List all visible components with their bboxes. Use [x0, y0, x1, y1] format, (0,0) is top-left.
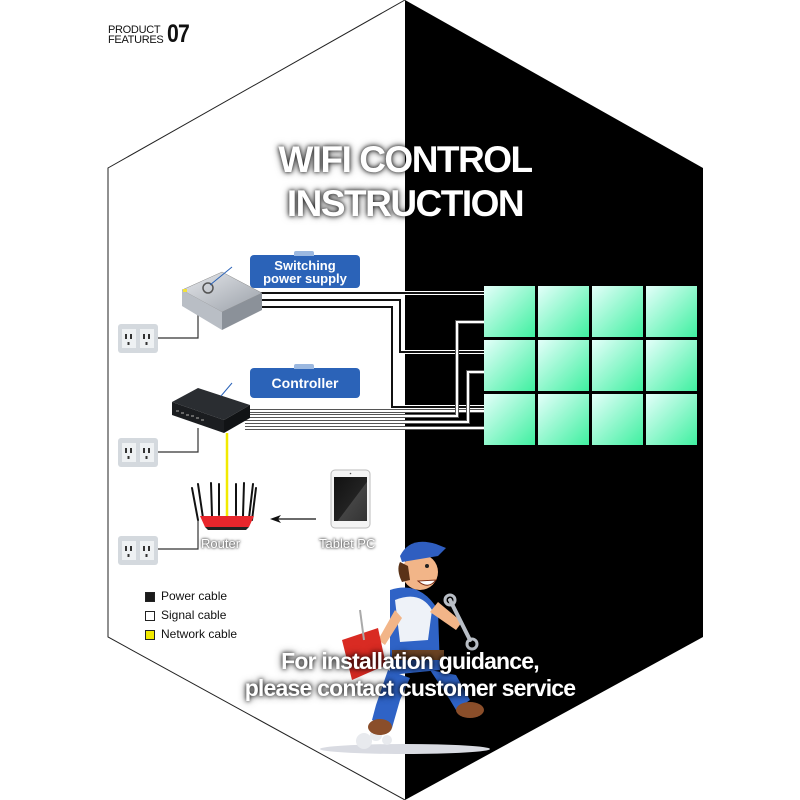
- power-cables: [255, 291, 484, 409]
- legend-item-network: Network cable: [145, 625, 237, 644]
- led-panel-grid: [484, 286, 697, 445]
- guidance-line-1: For installation guidance,: [281, 648, 540, 674]
- outlet-3: [118, 536, 158, 565]
- installation-guidance-text: For installation guidance, please contac…: [200, 648, 620, 702]
- legend-label: Power cable: [161, 589, 228, 603]
- hexagon-left-outline: [107, 0, 406, 800]
- tablet-device: [330, 469, 371, 529]
- legend-label: Signal cable: [161, 608, 227, 622]
- led-panel-tile: [538, 394, 589, 445]
- title-line-2: INSTRUCTION: [286, 183, 525, 224]
- arrow-tablet-to-router: [270, 515, 316, 523]
- title-line-1: WIFI CONTROL: [278, 139, 533, 180]
- power-supply-label-line-1: Switching: [274, 258, 336, 273]
- controller-device: [172, 382, 250, 433]
- led-panel-tile: [592, 286, 643, 337]
- product-features-label: PRODUCT FEATURES 07: [108, 20, 193, 49]
- product-features-words: PRODUCT FEATURES: [108, 23, 164, 46]
- page-title: WIFI CONTROL INSTRUCTION: [205, 138, 605, 226]
- legend-label: Network cable: [161, 627, 238, 641]
- features-word: FEATURES: [108, 33, 164, 46]
- power-supply-device: [181, 266, 263, 330]
- product-word: PRODUCT: [108, 23, 161, 36]
- led-panel-tile: [484, 286, 535, 337]
- controller-callout: Controller: [250, 364, 360, 398]
- led-panel-tile: [592, 394, 643, 445]
- led-panel-tile: [538, 286, 589, 337]
- power-supply-label-line-2: power supply: [263, 271, 347, 286]
- router-label: Router: [201, 536, 241, 551]
- led-panel-tile: [484, 340, 535, 391]
- guidance-line-2: please contact customer service: [244, 675, 576, 701]
- cable-legend: Power cable Signal cable Network cable: [145, 587, 237, 644]
- legend-item-power: Power cable: [145, 587, 237, 606]
- led-panel-tile: [646, 394, 697, 445]
- power-cable-swatch: [145, 591, 155, 602]
- led-panel-tile: [484, 394, 535, 445]
- signal-cable-swatch: [145, 610, 155, 621]
- legend-item-signal: Signal cable: [145, 606, 237, 625]
- outlet-1: [118, 324, 158, 353]
- router-device: [191, 482, 257, 530]
- power-supply-callout: Switching power supply: [250, 251, 360, 288]
- tablet-label: Tablet PC: [319, 536, 376, 551]
- feature-number: 07: [167, 20, 190, 48]
- outlet-2: [118, 438, 158, 467]
- network-cable-swatch: [145, 629, 155, 640]
- signal-cables: [245, 320, 484, 430]
- led-panel-tile: [646, 286, 697, 337]
- led-panel-tile: [592, 340, 643, 391]
- led-panel-tile: [646, 340, 697, 391]
- technician-mascot-illustration: [320, 541, 490, 754]
- outlet-wires: [158, 312, 199, 550]
- led-panel-tile: [538, 340, 589, 391]
